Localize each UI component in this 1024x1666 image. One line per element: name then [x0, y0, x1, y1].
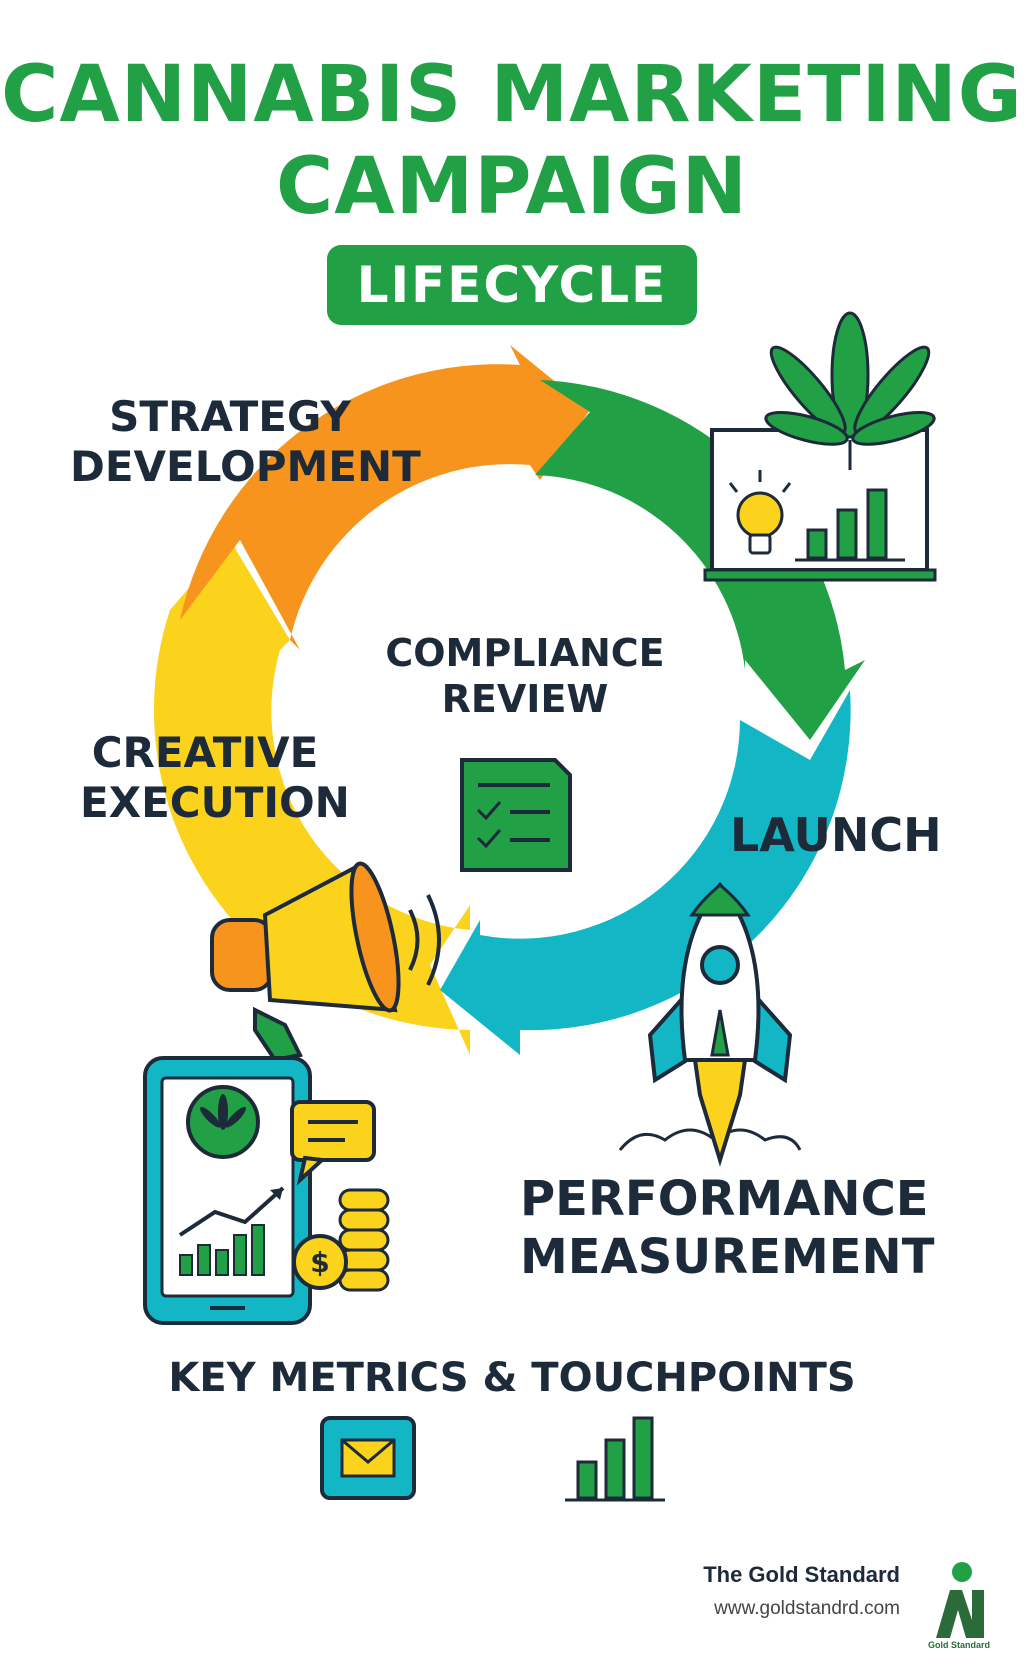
cycle-arrow-orange — [180, 345, 590, 650]
key-metrics-heading: KEY METRICS & TOUCHPOINTS — [168, 1355, 856, 1401]
stage-label-line: COMPLIANCE — [385, 631, 665, 675]
gold-standard-logo-icon — [936, 1562, 984, 1638]
coins-icon — [338, 1188, 390, 1292]
brand-block: The Gold Standard www.goldstandrd.com — [600, 1562, 900, 1620]
presentation-board-icon — [703, 311, 937, 582]
stage-label-line: REVIEW — [441, 677, 609, 721]
megaphone-icon — [210, 861, 441, 1063]
chat-bubble-icon — [290, 1100, 376, 1186]
lightbulb-icon — [728, 470, 792, 555]
bar-chart-icon — [795, 488, 905, 562]
stage-label-performance-measurement: PERFORMANCE MEASUREMENT — [520, 1170, 935, 1286]
stage-label-line: DEVELOPMENT — [70, 442, 421, 491]
rocket-icon — [618, 881, 802, 1167]
stage-label-creative-execution: CREATIVE EXECUTION — [80, 728, 350, 828]
bar-chart-icon — [565, 1416, 665, 1502]
cycle-arrow-green — [535, 380, 865, 740]
stage-label-launch: LAUNCH — [730, 808, 942, 862]
stage-label-line: STRATEGY — [109, 392, 351, 441]
cycle-arrow-teal — [440, 690, 851, 1055]
page-title-line-1: CANNABIS MARKETING — [1, 50, 1023, 140]
brand-url[interactable]: www.goldstandrd.com — [714, 1598, 900, 1619]
page-title-line-2: CAMPAIGN — [276, 142, 748, 232]
checklist-icon — [460, 758, 572, 872]
cannabis-leaf-icon — [764, 311, 936, 470]
stage-label-line: MEASUREMENT — [520, 1229, 935, 1285]
brand-name: The Gold Standard — [703, 1562, 900, 1587]
stage-label-line: LAUNCH — [730, 808, 942, 862]
stage-label-strategy-development: STRATEGY DEVELOPMENT — [70, 392, 421, 492]
stage-label-line: CREATIVE — [91, 728, 319, 777]
lifecycle-badge: LIFECYCLE — [327, 245, 697, 325]
stage-label-compliance-review: COMPLIANCE REVIEW — [380, 630, 670, 722]
tablet-icon — [143, 1056, 312, 1325]
dollar-icon: $ — [292, 1234, 348, 1290]
svg-text:$: $ — [310, 1246, 329, 1279]
stage-label-line: PERFORMANCE — [520, 1171, 929, 1227]
brand-logo-caption: Gold Standard — [927, 1640, 990, 1650]
stage-label-line: EXECUTION — [80, 778, 350, 827]
email-icon — [320, 1416, 416, 1500]
